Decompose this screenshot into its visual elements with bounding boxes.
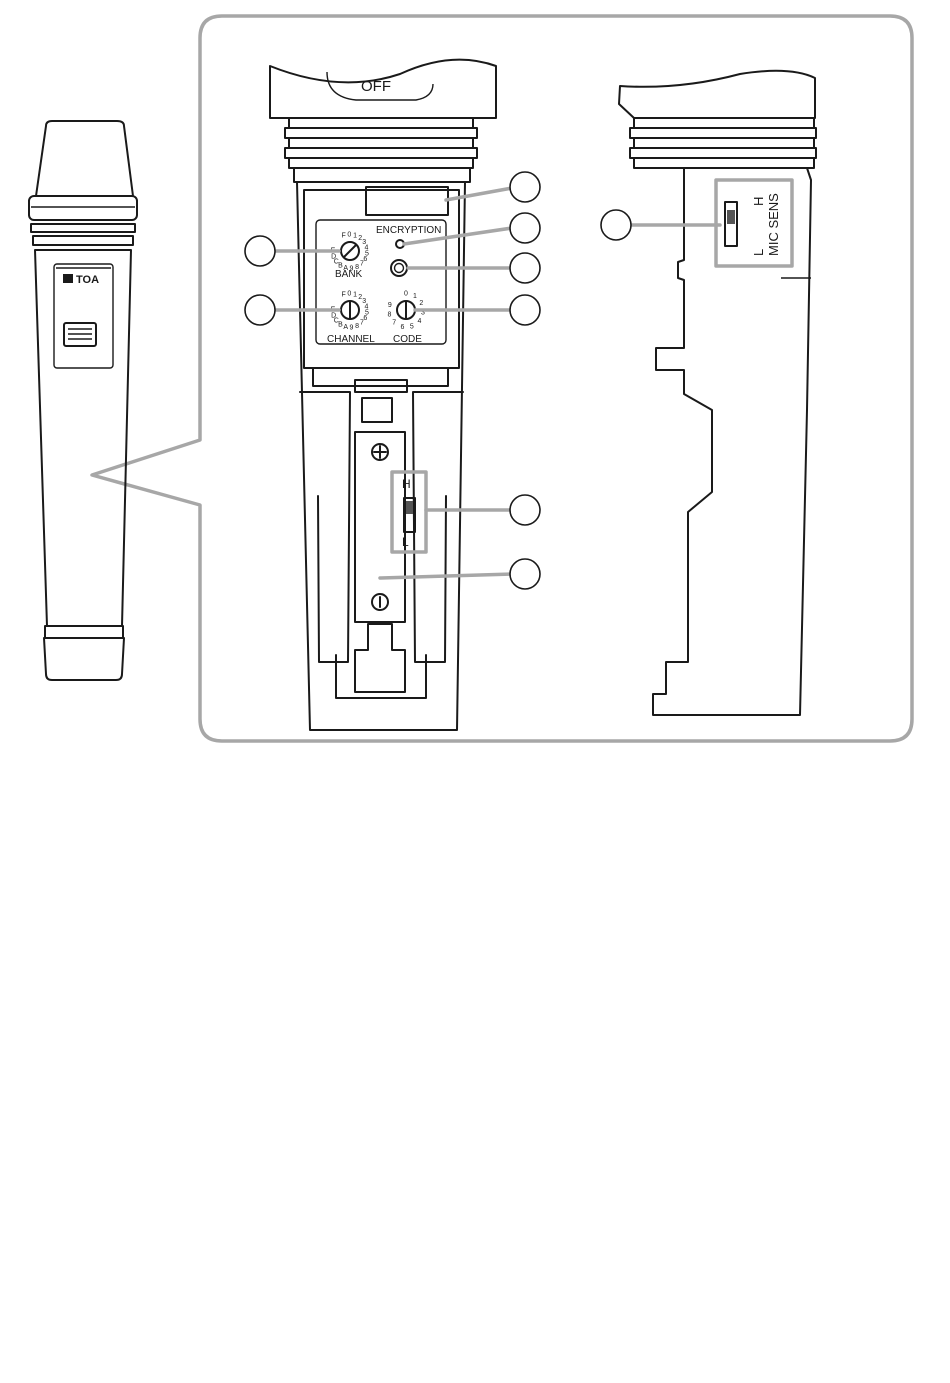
callout-marker [245, 236, 275, 266]
dial-digit: 4 [417, 318, 421, 325]
dial-digit: 9 [388, 302, 392, 309]
dial-digit: A [343, 324, 348, 331]
dial-digit: 8 [355, 264, 359, 271]
dial-digit: 0 [347, 291, 351, 298]
mic-sens-low-label: L [751, 249, 766, 256]
dial-digit: 6 [363, 256, 367, 263]
callout-marker [510, 559, 540, 589]
encryption-button[interactable] [391, 260, 407, 276]
switch-low-label: L [402, 535, 409, 549]
switch-high-label: H [402, 477, 411, 491]
dial-digit: F [341, 233, 345, 240]
off-label: OFF [361, 78, 391, 95]
zoom-frame [92, 16, 912, 741]
dial-digit: 2 [419, 300, 423, 307]
dial-digit: 1 [353, 291, 357, 298]
callout-marker [601, 210, 631, 240]
dial-digit: 8 [355, 323, 359, 330]
dial-digit: 1 [353, 232, 357, 239]
dial-digit: 9 [350, 324, 354, 331]
dial-digit: 7 [360, 320, 364, 327]
toa-logo-icon [63, 274, 73, 283]
dial-digit: 7 [392, 320, 396, 327]
mic-sens-high-label: H [751, 197, 766, 206]
channel-label: CHANNEL [327, 334, 375, 345]
code-label: CODE [393, 334, 422, 345]
dial-digit: 5 [410, 324, 414, 331]
minus-terminal-icon [372, 594, 388, 610]
brand-label: TOA [76, 274, 99, 286]
callout-marker [510, 295, 540, 325]
encryption-label: ENCRYPTION [376, 225, 441, 236]
dial-digit: A [343, 265, 348, 272]
callout-marker [510, 172, 540, 202]
plus-terminal-icon [372, 444, 388, 460]
dial-digit: 0 [347, 232, 351, 239]
callout-marker [510, 213, 540, 243]
callout-marker [245, 295, 275, 325]
callout-marker [510, 495, 540, 525]
dial-digit: 6 [401, 324, 405, 331]
dial-digit: 1 [413, 293, 417, 300]
dial-digit: 8 [388, 312, 392, 319]
side-view: MIC SENS H L [619, 71, 816, 715]
mic-sens-label: MIC SENS [766, 193, 781, 256]
dial-digit: 6 [363, 315, 367, 322]
handheld-microphone: TOA [29, 121, 137, 680]
dial-digit: 9 [350, 265, 354, 272]
dial-digit: 0 [404, 291, 408, 298]
dial-digit: 7 [360, 261, 364, 268]
bank-rotary-switch[interactable]: BANK [335, 242, 363, 280]
callout-marker [510, 253, 540, 283]
mic-sens-switch[interactable]: MIC SENS H L [725, 193, 781, 256]
dial-digit: F [341, 292, 345, 299]
